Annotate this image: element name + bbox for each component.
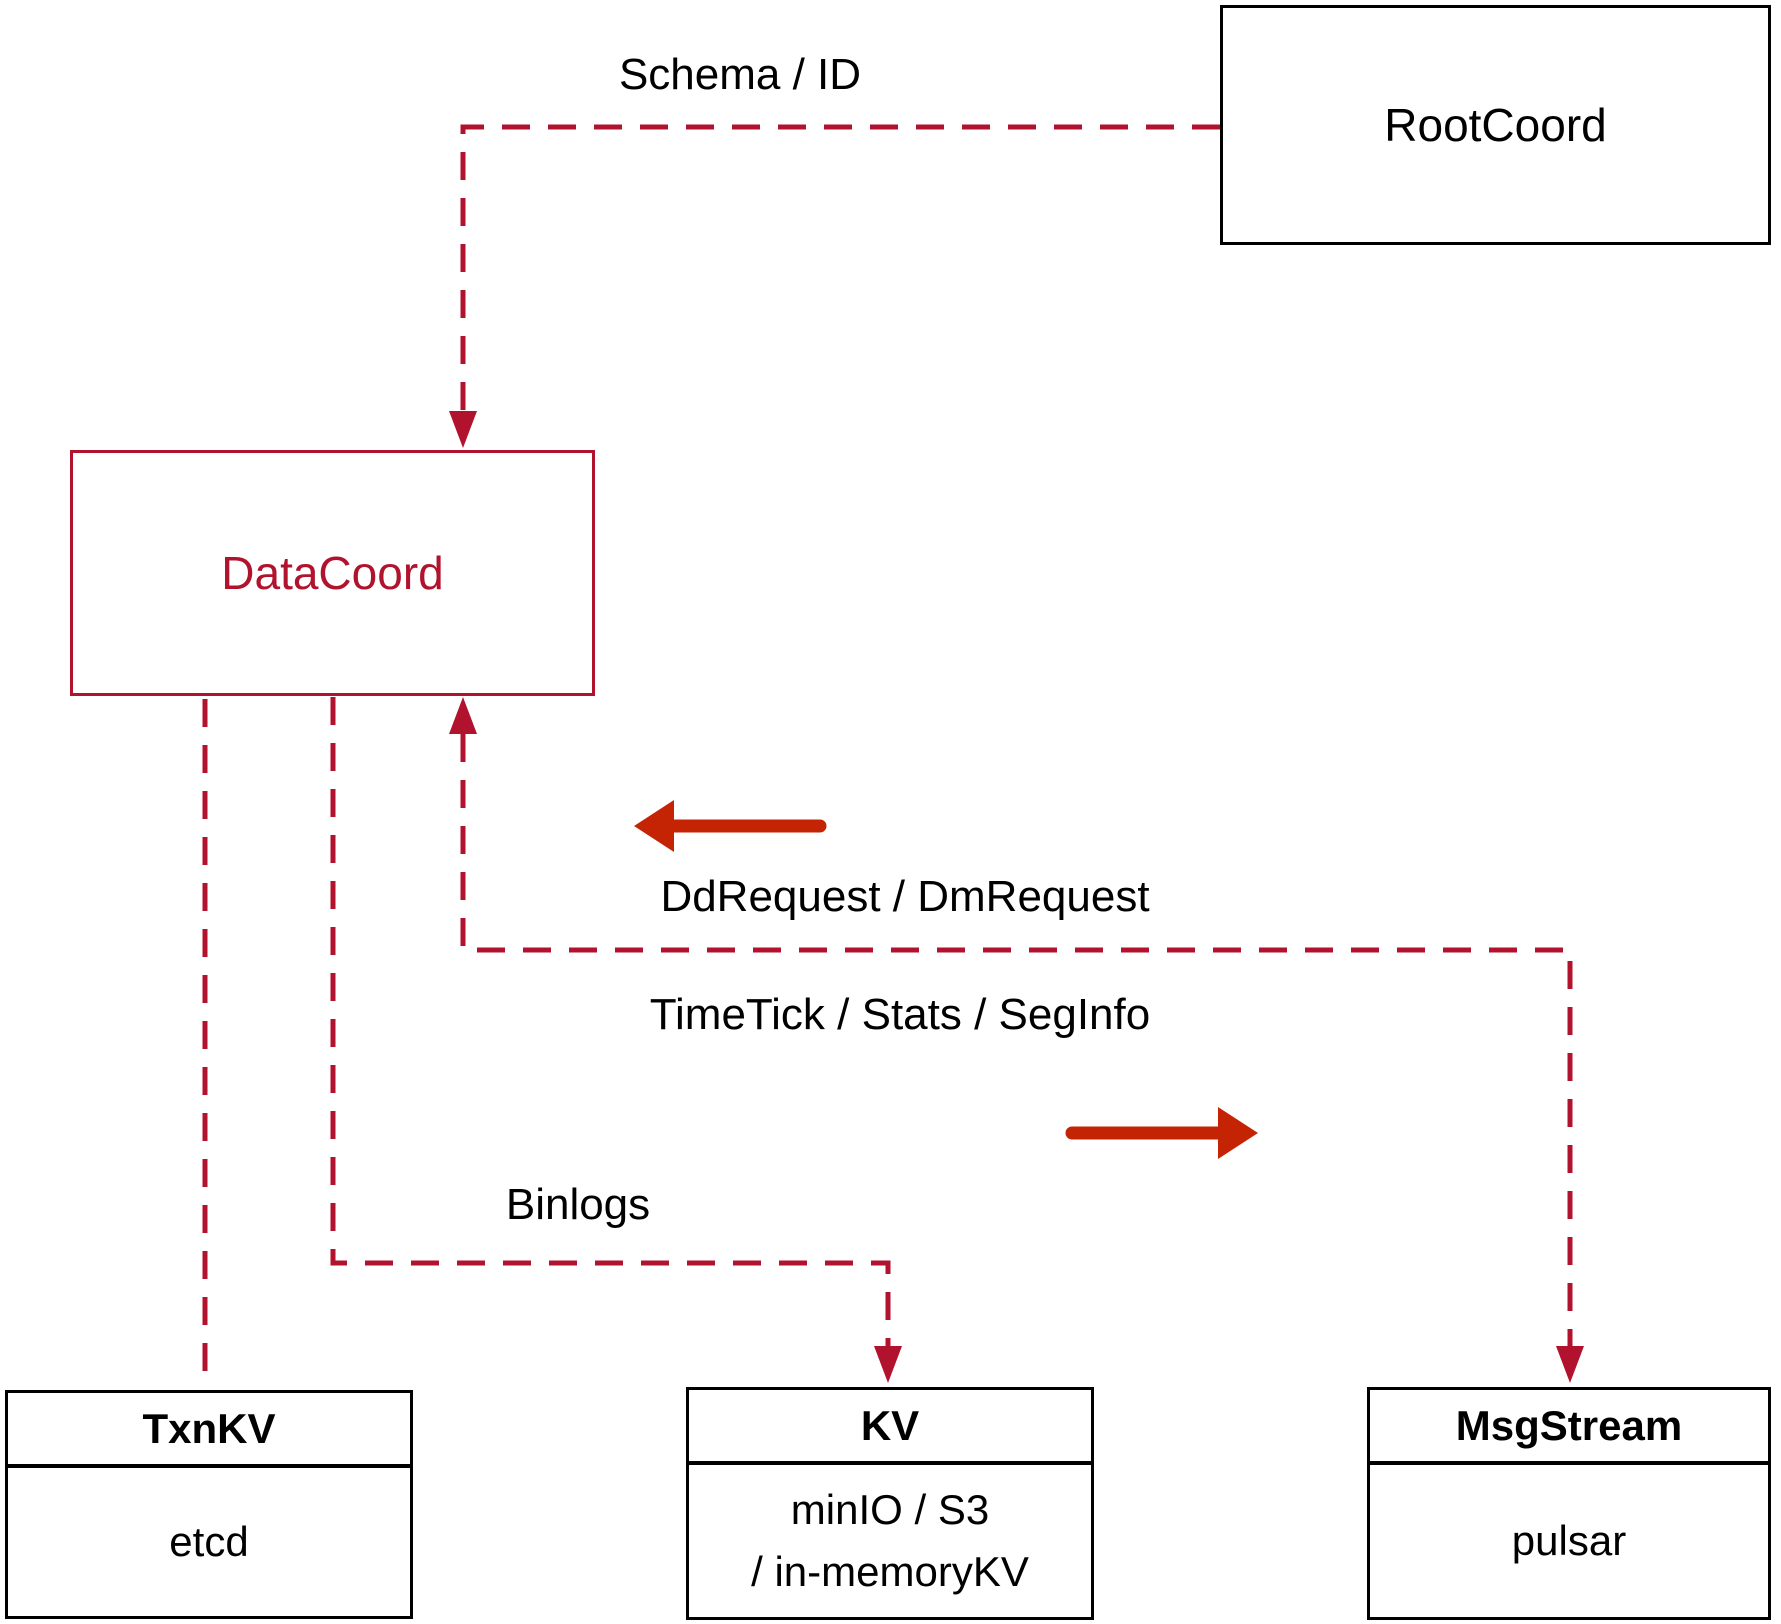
request-bus-arrowhead-up-icon <box>449 697 477 734</box>
kv-body-line2: / in-memoryKV <box>751 1548 1029 1595</box>
node-datacoord: DataCoord <box>70 450 595 696</box>
right-flow-arrow-icon <box>1065 1107 1258 1159</box>
msgstream-title: MsgStream <box>1370 1390 1768 1465</box>
schema-id-arrowhead-down-icon <box>449 411 477 448</box>
kv-body-line1: minIO / S3 <box>790 1486 990 1533</box>
datacoord-label: DataCoord <box>221 547 444 599</box>
schema-id-connector <box>460 124 1220 411</box>
schema-id-edge-label: Schema / ID <box>618 50 862 99</box>
node-txnkv: TxnKV etcd <box>5 1390 413 1619</box>
rootcoord-label: RootCoord <box>1384 99 1607 151</box>
binlogs-arrowhead-down-icon <box>874 1346 902 1383</box>
kv-title: KV <box>689 1390 1091 1465</box>
binlogs-connector <box>330 697 891 1346</box>
binlogs-edge-label: Binlogs <box>505 1180 651 1229</box>
request-bus-connector <box>460 734 1573 1346</box>
ddrequest-edge-label: DdRequest / DmRequest <box>660 872 1150 921</box>
msgstream-body: pulsar <box>1511 1517 1627 1564</box>
timetick-edge-label: TimeTick / Stats / SegInfo <box>649 990 1151 1039</box>
txnkv-title: TxnKV <box>8 1393 410 1468</box>
txnkv-body: etcd <box>169 1518 249 1565</box>
node-kv: KV minIO / S3 / in-memoryKV <box>686 1387 1094 1620</box>
kv-body: minIO / S3 / in-memoryKV <box>689 1465 1091 1617</box>
node-msgstream: MsgStream pulsar <box>1367 1387 1771 1620</box>
node-rootcoord: RootCoord <box>1220 5 1771 245</box>
request-bus-arrowhead-down-icon <box>1556 1346 1584 1383</box>
left-flow-arrow-icon <box>634 800 827 852</box>
